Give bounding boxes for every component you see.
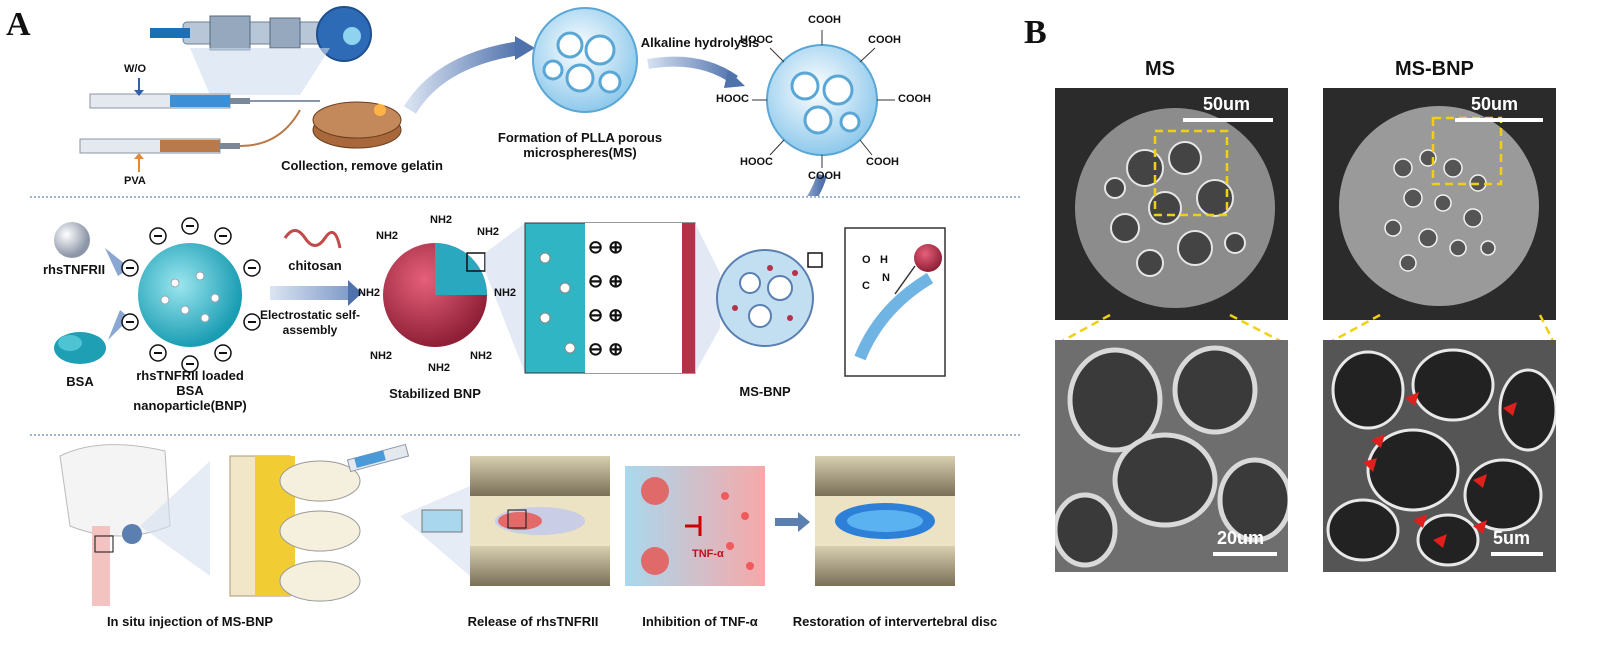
rhs-sphere-icon	[54, 222, 90, 258]
hooc-upper-left: HOOC	[740, 34, 773, 46]
cooh-bottom: COOH	[808, 170, 841, 182]
nh2-left: NH2	[358, 287, 381, 299]
arrow-restoration	[775, 518, 800, 526]
spine-illustration	[229, 455, 361, 602]
row1-illustration	[79, 6, 895, 196]
cooh-sphere	[752, 30, 895, 168]
nh2-upper-left: NH2	[376, 230, 399, 242]
amide-h: H	[880, 254, 888, 266]
msbnp-row-label: MS-BNP	[739, 384, 791, 399]
rhs-label: rhsTNFRII	[42, 262, 106, 277]
sem-msbnp-overview: 50um	[1323, 88, 1556, 320]
sem-msbnp-zoom: 5um	[1323, 340, 1556, 572]
ms-bnp-sphere	[716, 249, 814, 347]
row-separator-2	[30, 434, 1020, 436]
row-separator-1	[30, 196, 1020, 198]
wo-label: W/O	[124, 63, 146, 75]
amide-c: C	[862, 280, 870, 292]
nh2-right: NH2	[494, 287, 517, 299]
scalebar-msbnp-top	[1455, 118, 1543, 122]
amide-o: O	[862, 254, 871, 266]
restoration-label: Restoration of intervertebral disc	[792, 614, 998, 629]
microfluidic-device	[150, 15, 334, 51]
stabilized-label: Stabilized BNP	[389, 386, 481, 401]
scale-ms-zoom: 20um	[1217, 528, 1265, 548]
electrostatic-label: Electrostatic self-assembly	[259, 308, 361, 337]
formation-label: Formation of PLLA porous microspheres(MS…	[497, 130, 663, 160]
arrow-to-ms	[403, 41, 522, 114]
release-label: Release of rhsTNFRII	[467, 614, 599, 629]
cooh-lower-right: COOH	[866, 156, 899, 168]
syringe-wo	[89, 93, 320, 109]
nh2-bottom: NH2	[428, 362, 451, 374]
cooh-upper-right: COOH	[868, 34, 901, 46]
scalebar-ms-top	[1183, 118, 1273, 122]
bnp-label: rhsTNFRII loaded BSA nanoparticle(BNP)	[133, 368, 247, 413]
nh2-top: NH2	[430, 214, 453, 226]
hooc-lower-left: HOOC	[740, 156, 773, 168]
chitosan-icon	[283, 229, 342, 249]
row3-illustration	[59, 443, 955, 606]
scalebar-ms-zoom	[1213, 552, 1277, 556]
cooh-top: COOH	[808, 14, 841, 26]
sem-ms-overview: 50um	[1055, 88, 1288, 320]
arrow-to-msbnp	[807, 173, 827, 196]
rat-tail	[92, 526, 110, 606]
panel-b-letter: B	[1024, 14, 1047, 51]
nh2-upper-right: NH2	[477, 226, 500, 238]
cooh-right: COOH	[898, 93, 931, 105]
inhibition-label: Inhibition of TNF-α	[642, 614, 758, 629]
amide-n: N	[882, 272, 890, 284]
hooc-left: HOOC	[716, 93, 749, 105]
bsa-icon	[54, 332, 106, 364]
nh2-lower-right: NH2	[470, 350, 493, 362]
nh2-lower-left: NH2	[370, 350, 393, 362]
pva-label: PVA	[124, 175, 146, 187]
scale-msbnp-top: 50um	[1471, 94, 1519, 114]
alkaline-label: Alkaline hydrolysis	[640, 35, 760, 50]
chitosan-label: chitosan	[288, 258, 342, 273]
row2-illustration	[54, 217, 946, 377]
arrow-assembly	[270, 286, 350, 300]
sem-ms-zoom: 20um	[1055, 340, 1288, 572]
scalebar-msbnp-zoom	[1491, 552, 1543, 556]
ms-sphere	[532, 7, 638, 113]
scale-ms-top: 50um	[1203, 94, 1251, 114]
restored-disc-illustration	[815, 456, 955, 586]
zoom-cone	[190, 48, 330, 95]
bsa-label: BSA	[66, 374, 94, 389]
disc-release-illustration	[421, 456, 610, 586]
charge-interface-panel	[524, 222, 696, 374]
bnp-sphere	[138, 243, 242, 347]
panel-a-letter: A	[6, 6, 31, 43]
arrow-hydrolysis	[647, 56, 738, 85]
injection-syringe-icon	[346, 443, 410, 473]
charge-signs: ⊖ ⊕⊖ ⊕⊖ ⊕⊖ ⊕	[588, 237, 624, 359]
tnf-label: TNF-α	[692, 548, 724, 560]
ms-heading: MS	[1145, 58, 1175, 80]
scale-msbnp-zoom: 5um	[1493, 528, 1531, 548]
droplet-icon	[343, 27, 361, 45]
msbnp-heading: MS-BNP	[1395, 58, 1474, 80]
injection-label: In situ injection of MS-BNP	[106, 614, 274, 629]
tnf-inhibition-cube	[625, 466, 765, 586]
petri-dish	[312, 101, 402, 149]
collection-label: Collection, remove gelatin	[281, 158, 443, 173]
syringe-pva	[79, 109, 301, 154]
